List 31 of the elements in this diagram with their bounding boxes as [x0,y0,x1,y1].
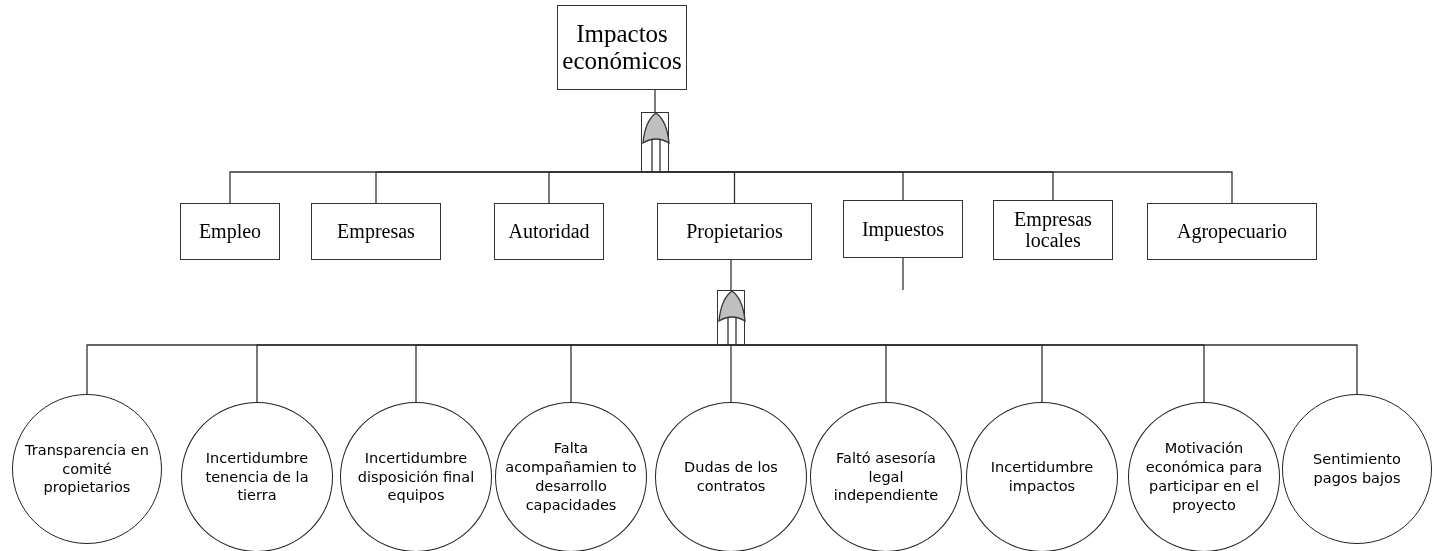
event-box [494,203,604,260]
event-box [993,200,1113,260]
node-text: Propietarios [686,221,783,242]
node-text: Dudas de los contratos [683,458,779,496]
event-box [180,203,280,260]
connector-line [902,257,904,291]
or-gate-symbol [641,112,669,172]
node-text: Empleo [198,221,262,242]
event-box [843,200,963,258]
node-text: Falta acompañamien to desarrollo capacidades [504,439,638,515]
node-text: Agropecuario [1177,221,1287,242]
node-text: Motivación económica para participar en el proyecto [1144,439,1264,515]
event-box [657,203,812,260]
node-text: Impuestos [861,218,945,240]
node-text: Transparencia en comité propietarios [24,440,150,498]
connector-line [654,89,656,113]
node-text: Faltó asesoría legal independiente [832,448,940,506]
event-box [311,203,441,260]
event-box [1147,203,1317,260]
connector-line [730,259,732,291]
node-text: Impactos económicos [561,21,683,74]
connector-line [730,344,732,403]
or-gate-symbol [717,290,745,345]
node-text: Autoridad [508,221,590,242]
node-text: Sentimiento pagos bajos [1312,450,1402,488]
node-text: Empresas [337,221,415,242]
event-box [557,5,687,90]
node-text: Incertidumbre impactos [989,458,1095,496]
node-text: Empresas locales [1013,209,1093,251]
node-text: Incertidumbre disposición final equipos [356,448,476,506]
node-text: Incertidumbre tenencia de la tierra [204,448,310,506]
